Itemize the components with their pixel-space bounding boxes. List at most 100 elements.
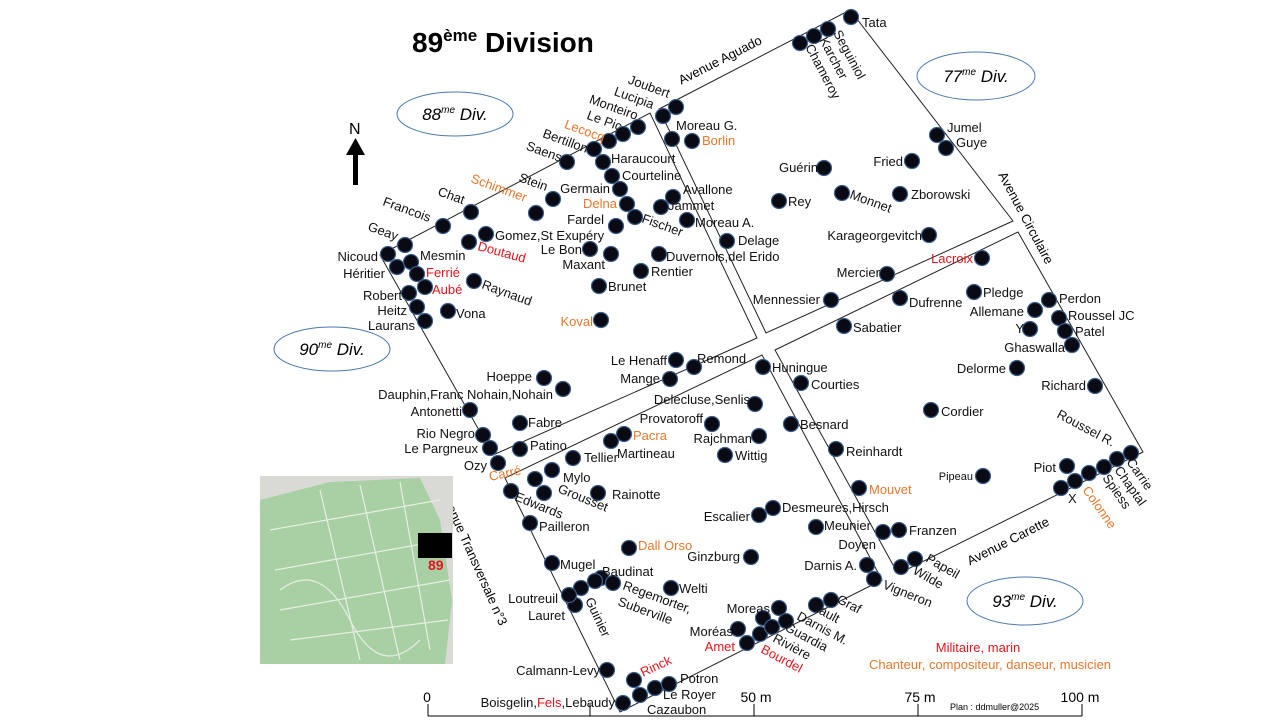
grave-marker[interactable] [1056,322,1074,340]
grave-marker[interactable] [878,265,896,283]
grave-marker[interactable] [521,514,539,532]
grave-marker[interactable] [603,167,621,185]
grave-marker[interactable] [535,484,553,502]
grave-marker[interactable] [465,272,483,290]
grave-marker[interactable] [751,625,769,643]
grave-marker[interactable] [1040,291,1058,309]
grave-marker[interactable] [750,506,768,524]
grave-marker[interactable] [592,311,610,329]
grave-marker[interactable] [965,283,983,301]
grave-marker[interactable] [388,258,406,276]
grave-marker[interactable] [598,661,616,679]
grave-marker[interactable] [416,312,434,330]
grave-marker[interactable] [544,190,562,208]
grave-marker[interactable] [477,225,495,243]
grave-marker[interactable] [632,262,650,280]
grave-marker[interactable] [750,427,768,445]
grave-marker[interactable] [461,401,479,419]
grave-marker[interactable] [379,245,397,263]
grave-marker[interactable] [543,461,561,479]
grave-marker[interactable] [662,579,680,597]
grave-marker[interactable] [554,380,572,398]
grave-marker[interactable] [581,240,599,258]
grave-marker[interactable] [572,579,590,597]
grave-marker[interactable] [629,118,647,136]
grave-marker[interactable] [652,198,670,216]
grave-marker[interactable] [625,671,643,689]
grave-marker[interactable] [600,132,618,150]
grave-marker[interactable] [807,596,825,614]
grave-marker[interactable] [481,439,499,457]
grave-marker[interactable] [937,139,955,157]
grave-marker[interactable] [890,521,908,539]
grave-marker[interactable] [416,278,434,296]
grave-marker[interactable] [1021,320,1039,338]
grave-marker[interactable] [903,152,921,170]
grave-marker[interactable] [791,34,809,52]
grave-marker[interactable] [564,449,582,467]
grave-marker[interactable] [822,291,840,309]
grave-marker[interactable] [1108,450,1126,468]
grave-marker[interactable] [718,232,736,250]
grave-marker[interactable] [1086,377,1104,395]
grave-marker[interactable] [607,217,625,235]
grave-marker[interactable] [770,192,788,210]
grave-marker[interactable] [526,470,544,488]
grave-marker[interactable] [408,298,426,316]
grave-marker[interactable] [827,440,845,458]
grave-marker[interactable] [602,245,620,263]
grave-marker[interactable] [833,184,851,202]
grave-marker[interactable] [590,277,608,295]
grave-marker[interactable] [906,550,924,568]
grave-marker[interactable] [664,188,682,206]
grave-marker[interactable] [489,454,507,472]
grave-marker[interactable] [928,126,946,144]
grave-marker[interactable] [527,204,545,222]
grave-marker[interactable] [792,374,810,392]
grave-marker[interactable] [631,686,649,704]
grave-marker[interactable] [543,554,561,572]
grave-marker[interactable] [620,539,638,557]
grave-marker[interactable] [716,446,734,464]
grave-marker[interactable] [439,302,457,320]
grave-marker[interactable] [474,426,492,444]
grave-marker[interactable] [396,236,414,254]
grave-marker[interactable] [558,153,576,171]
grave-marker[interactable] [842,8,860,26]
grave-marker[interactable] [1026,301,1044,319]
grave-marker[interactable] [805,27,823,45]
grave-marker[interactable] [729,620,747,638]
grave-marker[interactable] [770,599,788,617]
grave-marker[interactable] [738,634,756,652]
grave-marker[interactable] [678,211,696,229]
grave-marker[interactable] [685,358,703,376]
grave-marker[interactable] [1008,359,1026,377]
grave-marker[interactable] [615,425,633,443]
grave-marker[interactable] [408,265,426,283]
grave-marker[interactable] [1095,458,1113,476]
grave-marker[interactable] [660,675,678,693]
grave-marker[interactable] [667,98,685,116]
grave-marker[interactable] [815,159,833,177]
grave-marker[interactable] [626,208,644,226]
grave-marker[interactable] [865,570,883,588]
grave-marker[interactable] [585,140,603,158]
grave-marker[interactable] [1122,444,1140,462]
grave-marker[interactable] [782,415,800,433]
grave-marker[interactable] [589,484,607,502]
grave-marker[interactable] [614,694,632,712]
grave-marker[interactable] [807,518,825,536]
grave-marker[interactable] [1052,479,1070,497]
grave-marker[interactable] [511,440,529,458]
grave-marker[interactable] [586,572,604,590]
grave-marker[interactable] [661,370,679,388]
grave-marker[interactable] [922,401,940,419]
grave-marker[interactable] [683,132,701,150]
grave-marker[interactable] [650,245,668,263]
grave-marker[interactable] [1063,336,1081,354]
grave-marker[interactable] [746,395,764,413]
grave-marker[interactable] [835,317,853,335]
grave-marker[interactable] [703,415,721,433]
grave-marker[interactable] [602,432,620,450]
grave-marker[interactable] [654,107,672,125]
